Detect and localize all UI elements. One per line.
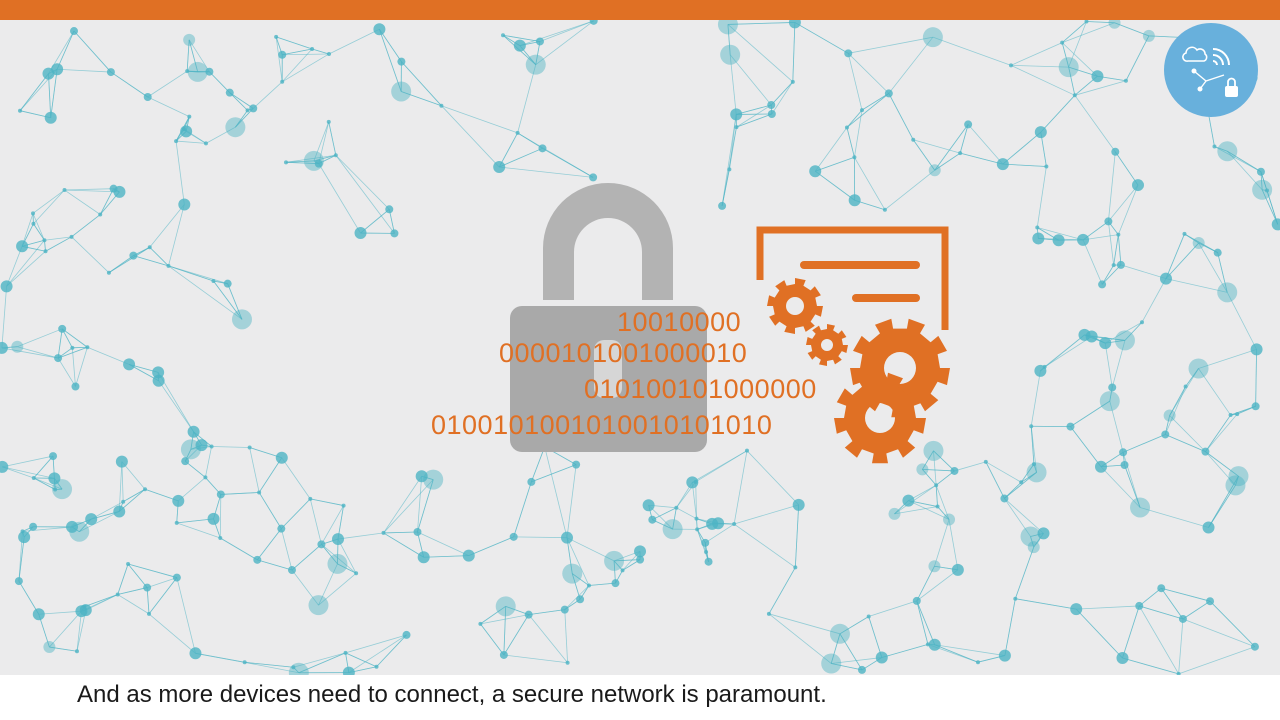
- gear-shape: [834, 372, 926, 464]
- binary-line: 010100101000000: [584, 374, 817, 404]
- binary-line: 10010000: [617, 307, 741, 337]
- gear-shape: [767, 278, 823, 334]
- binary-stream: 10010000 0000101001000010 01010010100000…: [431, 307, 817, 440]
- caption-bar: And as more devices need to connect, a s…: [0, 675, 1280, 720]
- top-accent-bar: [0, 0, 1280, 20]
- padlock-icon: [510, 183, 707, 452]
- binary-line: 0000101001000010: [499, 338, 747, 368]
- cloud-wifi-lock-icon: [1182, 46, 1238, 97]
- binary-line: 0100101001010010101010: [431, 410, 772, 440]
- logo-badge: [1164, 23, 1258, 117]
- document-gears-icon: [756, 226, 950, 464]
- gear-shape: [806, 324, 848, 366]
- network-background: [0, 20, 1280, 675]
- caption-text: And as more devices need to connect, a s…: [77, 681, 827, 708]
